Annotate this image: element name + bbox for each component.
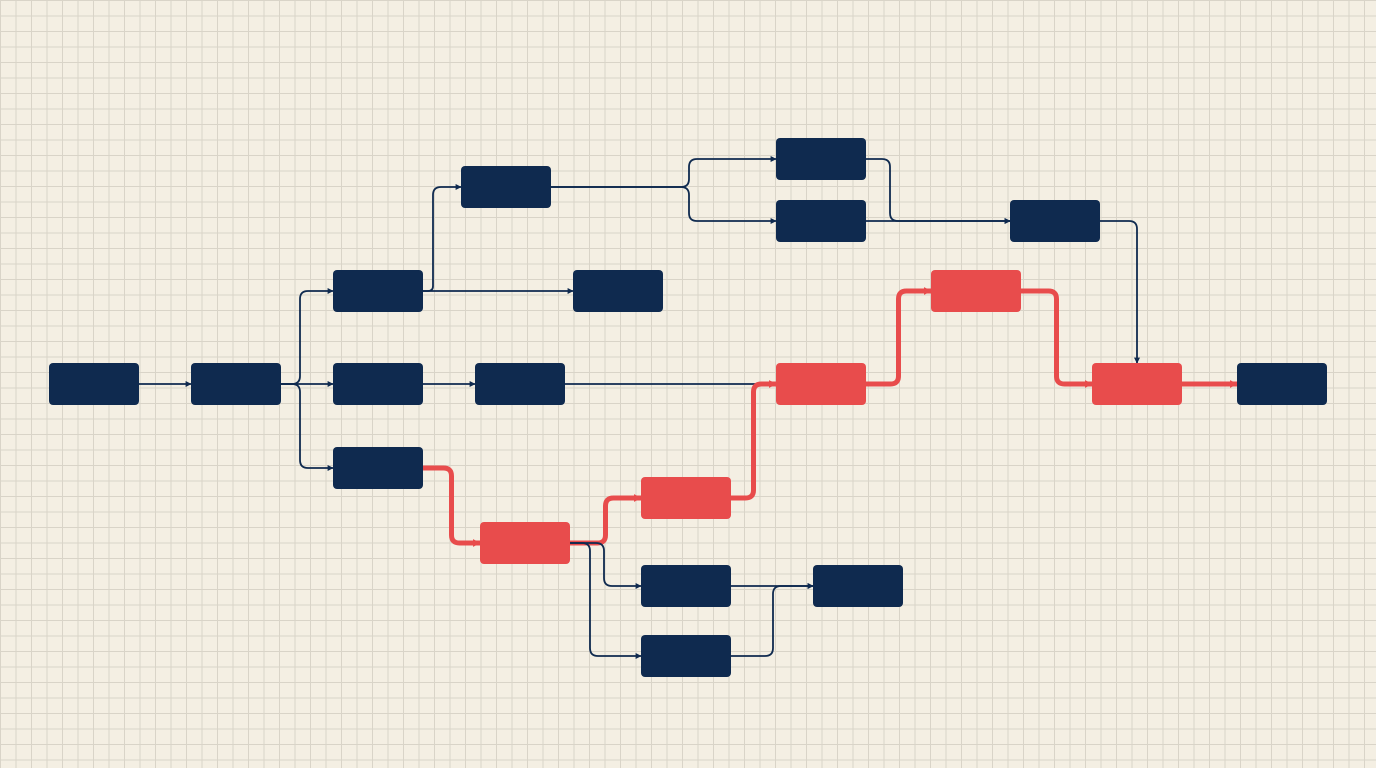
critical-edge-n15-to-n16 <box>1021 288 1093 388</box>
critical-node-n12[interactable] <box>480 522 570 564</box>
node-n7[interactable] <box>573 270 663 312</box>
node-n8[interactable] <box>776 138 866 180</box>
node-n4[interactable] <box>333 363 423 405</box>
edge-n6-to-n8 <box>551 156 777 188</box>
edges-layer <box>139 156 1238 659</box>
edge-n2-to-n3 <box>281 288 334 385</box>
critical-node-n16[interactable] <box>1092 363 1182 405</box>
edge-n12-to-n17 <box>570 542 642 589</box>
edge-n6-to-n9 <box>551 186 777 224</box>
node-n19[interactable] <box>813 565 903 607</box>
edge-n10-to-n16 <box>1100 220 1140 364</box>
node-n3[interactable] <box>333 270 423 312</box>
critical-edge-n12-to-n13 <box>570 494 642 546</box>
nodes-layer <box>49 138 1327 677</box>
node-n11[interactable] <box>475 363 565 405</box>
critical-node-n13[interactable] <box>641 477 731 519</box>
critical-node-n15[interactable] <box>931 270 1021 312</box>
node-n10[interactable] <box>1010 200 1100 242</box>
critical-edge-n5-to-n12 <box>423 465 481 547</box>
critical-edge-n14-to-n15 <box>866 287 932 387</box>
node-n6[interactable] <box>461 166 551 208</box>
node-n17[interactable] <box>641 565 731 607</box>
node-n20[interactable] <box>1237 363 1327 405</box>
edge-n3-to-n6 <box>423 184 462 292</box>
edge-n18-to-n19 <box>731 583 814 657</box>
critical-node-n14[interactable] <box>776 363 866 405</box>
critical-edge-n13-to-n14 <box>731 380 777 501</box>
node-n18[interactable] <box>641 635 731 677</box>
edge-n12-to-n18 <box>570 542 642 659</box>
edge-n2-to-n5 <box>281 383 334 471</box>
node-n1[interactable] <box>49 363 139 405</box>
node-n5[interactable] <box>333 447 423 489</box>
node-n2[interactable] <box>191 363 281 405</box>
edge-n8-to-n10 <box>866 158 1011 224</box>
node-n9[interactable] <box>776 200 866 242</box>
